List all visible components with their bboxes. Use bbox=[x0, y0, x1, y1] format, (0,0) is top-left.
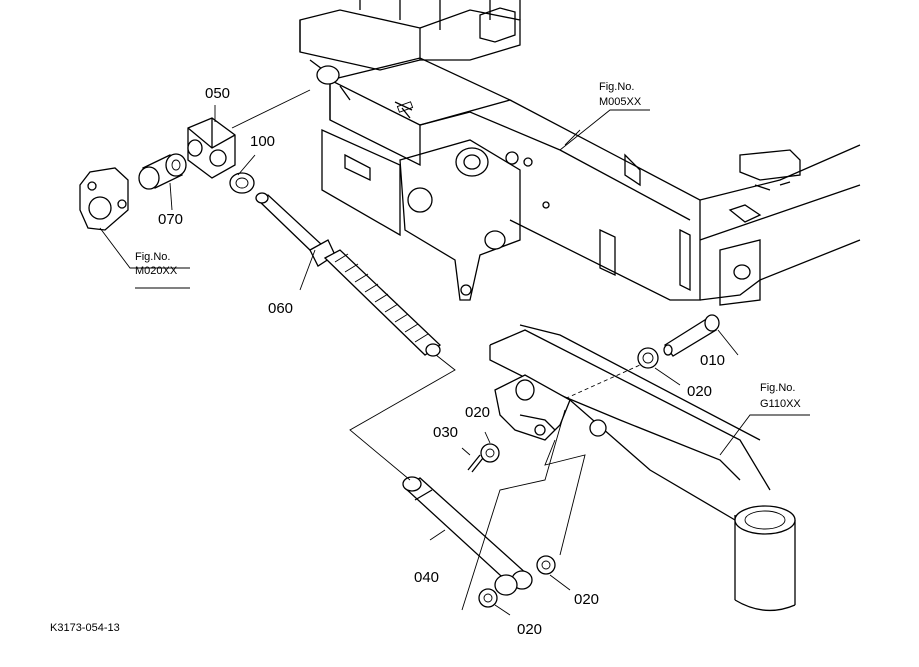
callout-060: 060 bbox=[268, 300, 293, 317]
front-axle-frame bbox=[489, 324, 796, 612]
callout-020-b: 020 bbox=[465, 404, 490, 421]
ref-m020-line1: Fig.No. bbox=[135, 251, 170, 263]
callout-100: 100 bbox=[250, 133, 275, 150]
link-bracket bbox=[494, 374, 571, 441]
ref-m005-line1: Fig.No. bbox=[599, 81, 634, 93]
callout-020-c: 020 bbox=[574, 591, 599, 608]
ref-m005-line2: M005XX bbox=[599, 96, 642, 108]
callout-070: 070 bbox=[158, 211, 183, 228]
callout-020-d: 020 bbox=[517, 621, 542, 638]
callout-030: 030 bbox=[433, 424, 458, 441]
nut-100 bbox=[229, 172, 255, 194]
pin-010 bbox=[663, 314, 720, 357]
sleeve-070 bbox=[138, 153, 187, 190]
threaded-rod-060 bbox=[255, 192, 442, 357]
callout-050: 050 bbox=[205, 85, 230, 102]
shaft-040 bbox=[402, 476, 533, 596]
block-050 bbox=[187, 117, 236, 179]
figure-code: K3173-054-13 bbox=[50, 622, 120, 634]
washers-020 bbox=[478, 347, 659, 608]
main-frame-assembly bbox=[299, 0, 861, 306]
leader-lines bbox=[99, 89, 810, 616]
ref-m020-line2: M020XX bbox=[135, 265, 178, 277]
callout-040: 040 bbox=[414, 569, 439, 586]
ref-g110-line2: G110XX bbox=[760, 398, 801, 410]
callout-020-a: 020 bbox=[687, 383, 712, 400]
callout-010: 010 bbox=[700, 352, 725, 369]
ref-g110-line1: Fig.No. bbox=[760, 382, 795, 394]
mounting-plate bbox=[79, 167, 129, 231]
cotter-pin-030 bbox=[467, 454, 484, 473]
callout-labels: 010 020 020 020 020 030 040 050 060 070 … bbox=[50, 81, 801, 638]
